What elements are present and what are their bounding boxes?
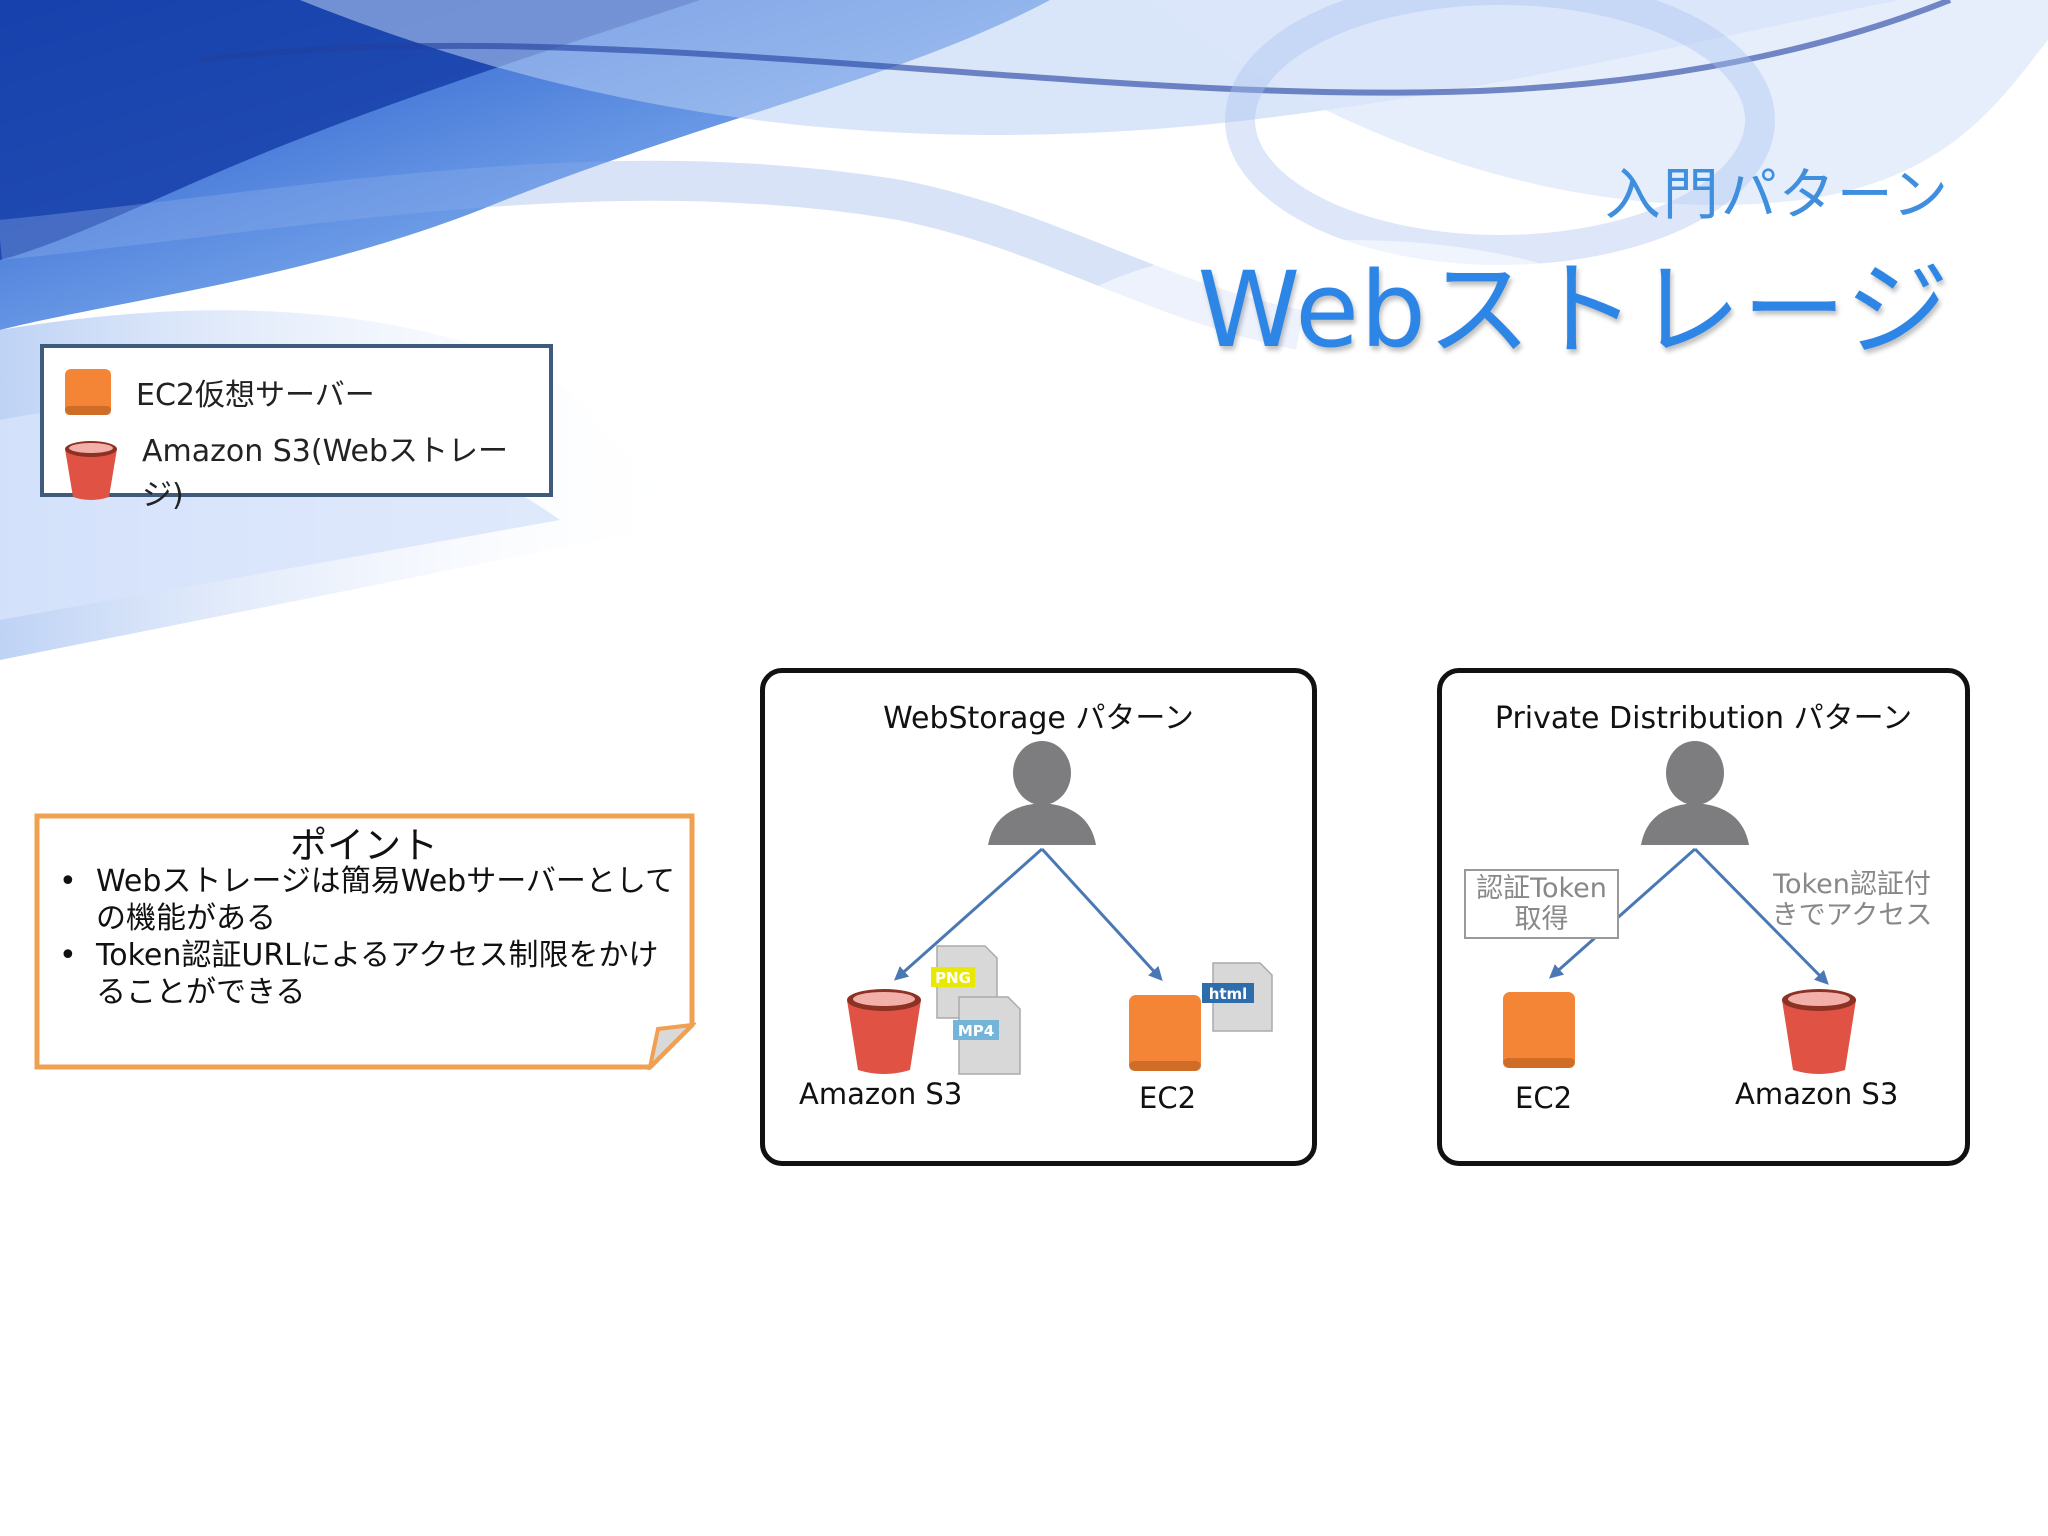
token-access-note: Token認証付きでアクセス <box>1771 869 1933 931</box>
point-bullet: Webストレージは簡易Webサーバーとしての機能がある <box>59 863 679 937</box>
panel-title: Private Distribution パターン <box>1494 701 1913 736</box>
webstorage-pattern-panel: WebStorage パターン PNG MP4 <box>760 668 1317 1166</box>
point-list: Webストレージは簡易Webサーバーとしての機能がある Token認証URLによ… <box>59 863 679 1011</box>
s3-bucket-icon <box>64 441 117 500</box>
legend-box: EC2仮想サーバー Amazon S3(Webストレージ) <box>40 344 553 513</box>
arrow-to-s3 <box>1693 847 1829 985</box>
legend-item-ec2: EC2仮想サーバー <box>62 366 375 418</box>
point-bullet: Token認証URLによるアクセス制限をかけることができる <box>59 937 679 1011</box>
arrow-to-ec2 <box>1549 847 1696 979</box>
page-subtitle: 入門パターン <box>1604 163 1950 228</box>
legend-label-s3: Amazon S3(Webストレージ) <box>141 434 509 513</box>
panel-title: WebStorage パターン <box>883 701 1194 736</box>
ec2-instance-icon <box>65 369 111 415</box>
point-title: ポイント <box>290 824 438 867</box>
ec2-label: EC2 <box>1515 1081 1573 1115</box>
page-title: Webストレージ <box>1197 249 1950 371</box>
user-icon <box>988 741 1096 845</box>
arrow-to-ec2 <box>1040 847 1163 981</box>
mp4-label: MP4 <box>958 1022 994 1040</box>
legend-label-ec2: EC2仮想サーバー <box>136 378 375 413</box>
html-label: html <box>1209 985 1248 1003</box>
point-note: ポイント Webストレージは簡易Webサーバーとしての機能がある Token認証… <box>34 813 696 1070</box>
private-distribution-diagram <box>1503 741 1856 1074</box>
html-file-icon: html <box>1202 962 1273 1032</box>
png-label: PNG <box>935 969 971 987</box>
s3-label: Amazon S3 <box>799 1077 963 1111</box>
s3-bucket-icon <box>1782 989 1856 1074</box>
ec2-instance-icon <box>1129 995 1201 1071</box>
arrow-to-s3 <box>894 847 1043 981</box>
webstorage-diagram: PNG MP4 html <box>847 741 1273 1075</box>
s3-label: Amazon S3 <box>1735 1077 1899 1111</box>
token-acquire-note: 認証Token取得 <box>1464 869 1619 939</box>
s3-bucket-icon <box>847 989 921 1074</box>
private-distribution-pattern-panel: Private Distribution パターン 認証Token取得 Toke… <box>1437 668 1970 1166</box>
user-icon <box>1641 741 1749 845</box>
legend-item-s3: Amazon S3(Webストレージ) <box>62 426 549 514</box>
ec2-instance-icon <box>1503 992 1575 1068</box>
ec2-label: EC2 <box>1139 1081 1197 1115</box>
mp4-file-icon: MP4 <box>953 996 1021 1075</box>
